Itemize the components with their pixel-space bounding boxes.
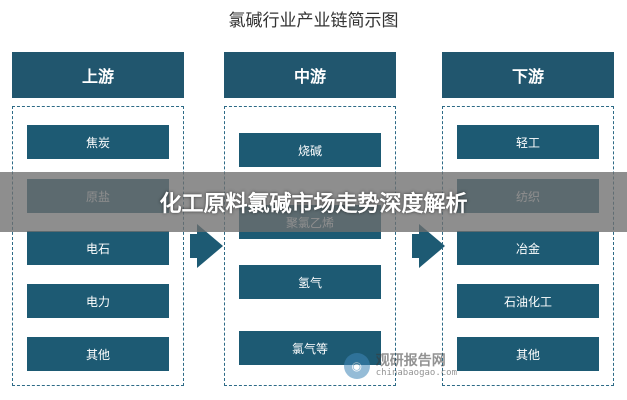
- downstream-item-metallurgy: 冶金: [457, 231, 599, 265]
- downstream-header: 下游: [442, 52, 614, 98]
- midstream-item-caustic-soda: 烧碱: [239, 133, 381, 167]
- upstream-item-power: 电力: [27, 284, 169, 318]
- arrow-stem-2: [412, 234, 420, 258]
- upstream-item-carbide: 电石: [27, 231, 169, 265]
- upstream-item-coke: 焦炭: [27, 125, 169, 159]
- upstream-item-other: 其他: [27, 337, 169, 371]
- upstream-frame: 焦炭 原盐 电石 电力 其他: [12, 106, 184, 386]
- diagram-title: 氯碱行业产业链简示图: [228, 11, 399, 31]
- midstream-header: 中游: [224, 52, 396, 98]
- midstream-item-hydrogen: 氢气: [239, 265, 381, 299]
- downstream-item-other: 其他: [457, 337, 599, 371]
- watermark-url: chinabaogao.com: [375, 367, 457, 378]
- headline-banner[interactable]: 化工原料氯碱市场走势深度解析: [0, 172, 627, 232]
- midstream-frame: 烧碱 聚氯乙烯 氢气 氯气等: [224, 106, 396, 386]
- downstream-item-petrochemical: 石油化工: [457, 284, 599, 318]
- upstream-header: 上游: [12, 52, 184, 98]
- watermark: ◉ 观研报告网 chinabaogao.com: [343, 352, 457, 379]
- watermark-name: 观研报告网: [375, 352, 446, 369]
- arrow-stem-1: [190, 234, 198, 258]
- downstream-item-light-industry: 轻工: [457, 125, 599, 159]
- globe-icon: ◉: [343, 353, 370, 379]
- downstream-frame: 轻工 纺织 冶金 石油化工 其他: [442, 106, 614, 386]
